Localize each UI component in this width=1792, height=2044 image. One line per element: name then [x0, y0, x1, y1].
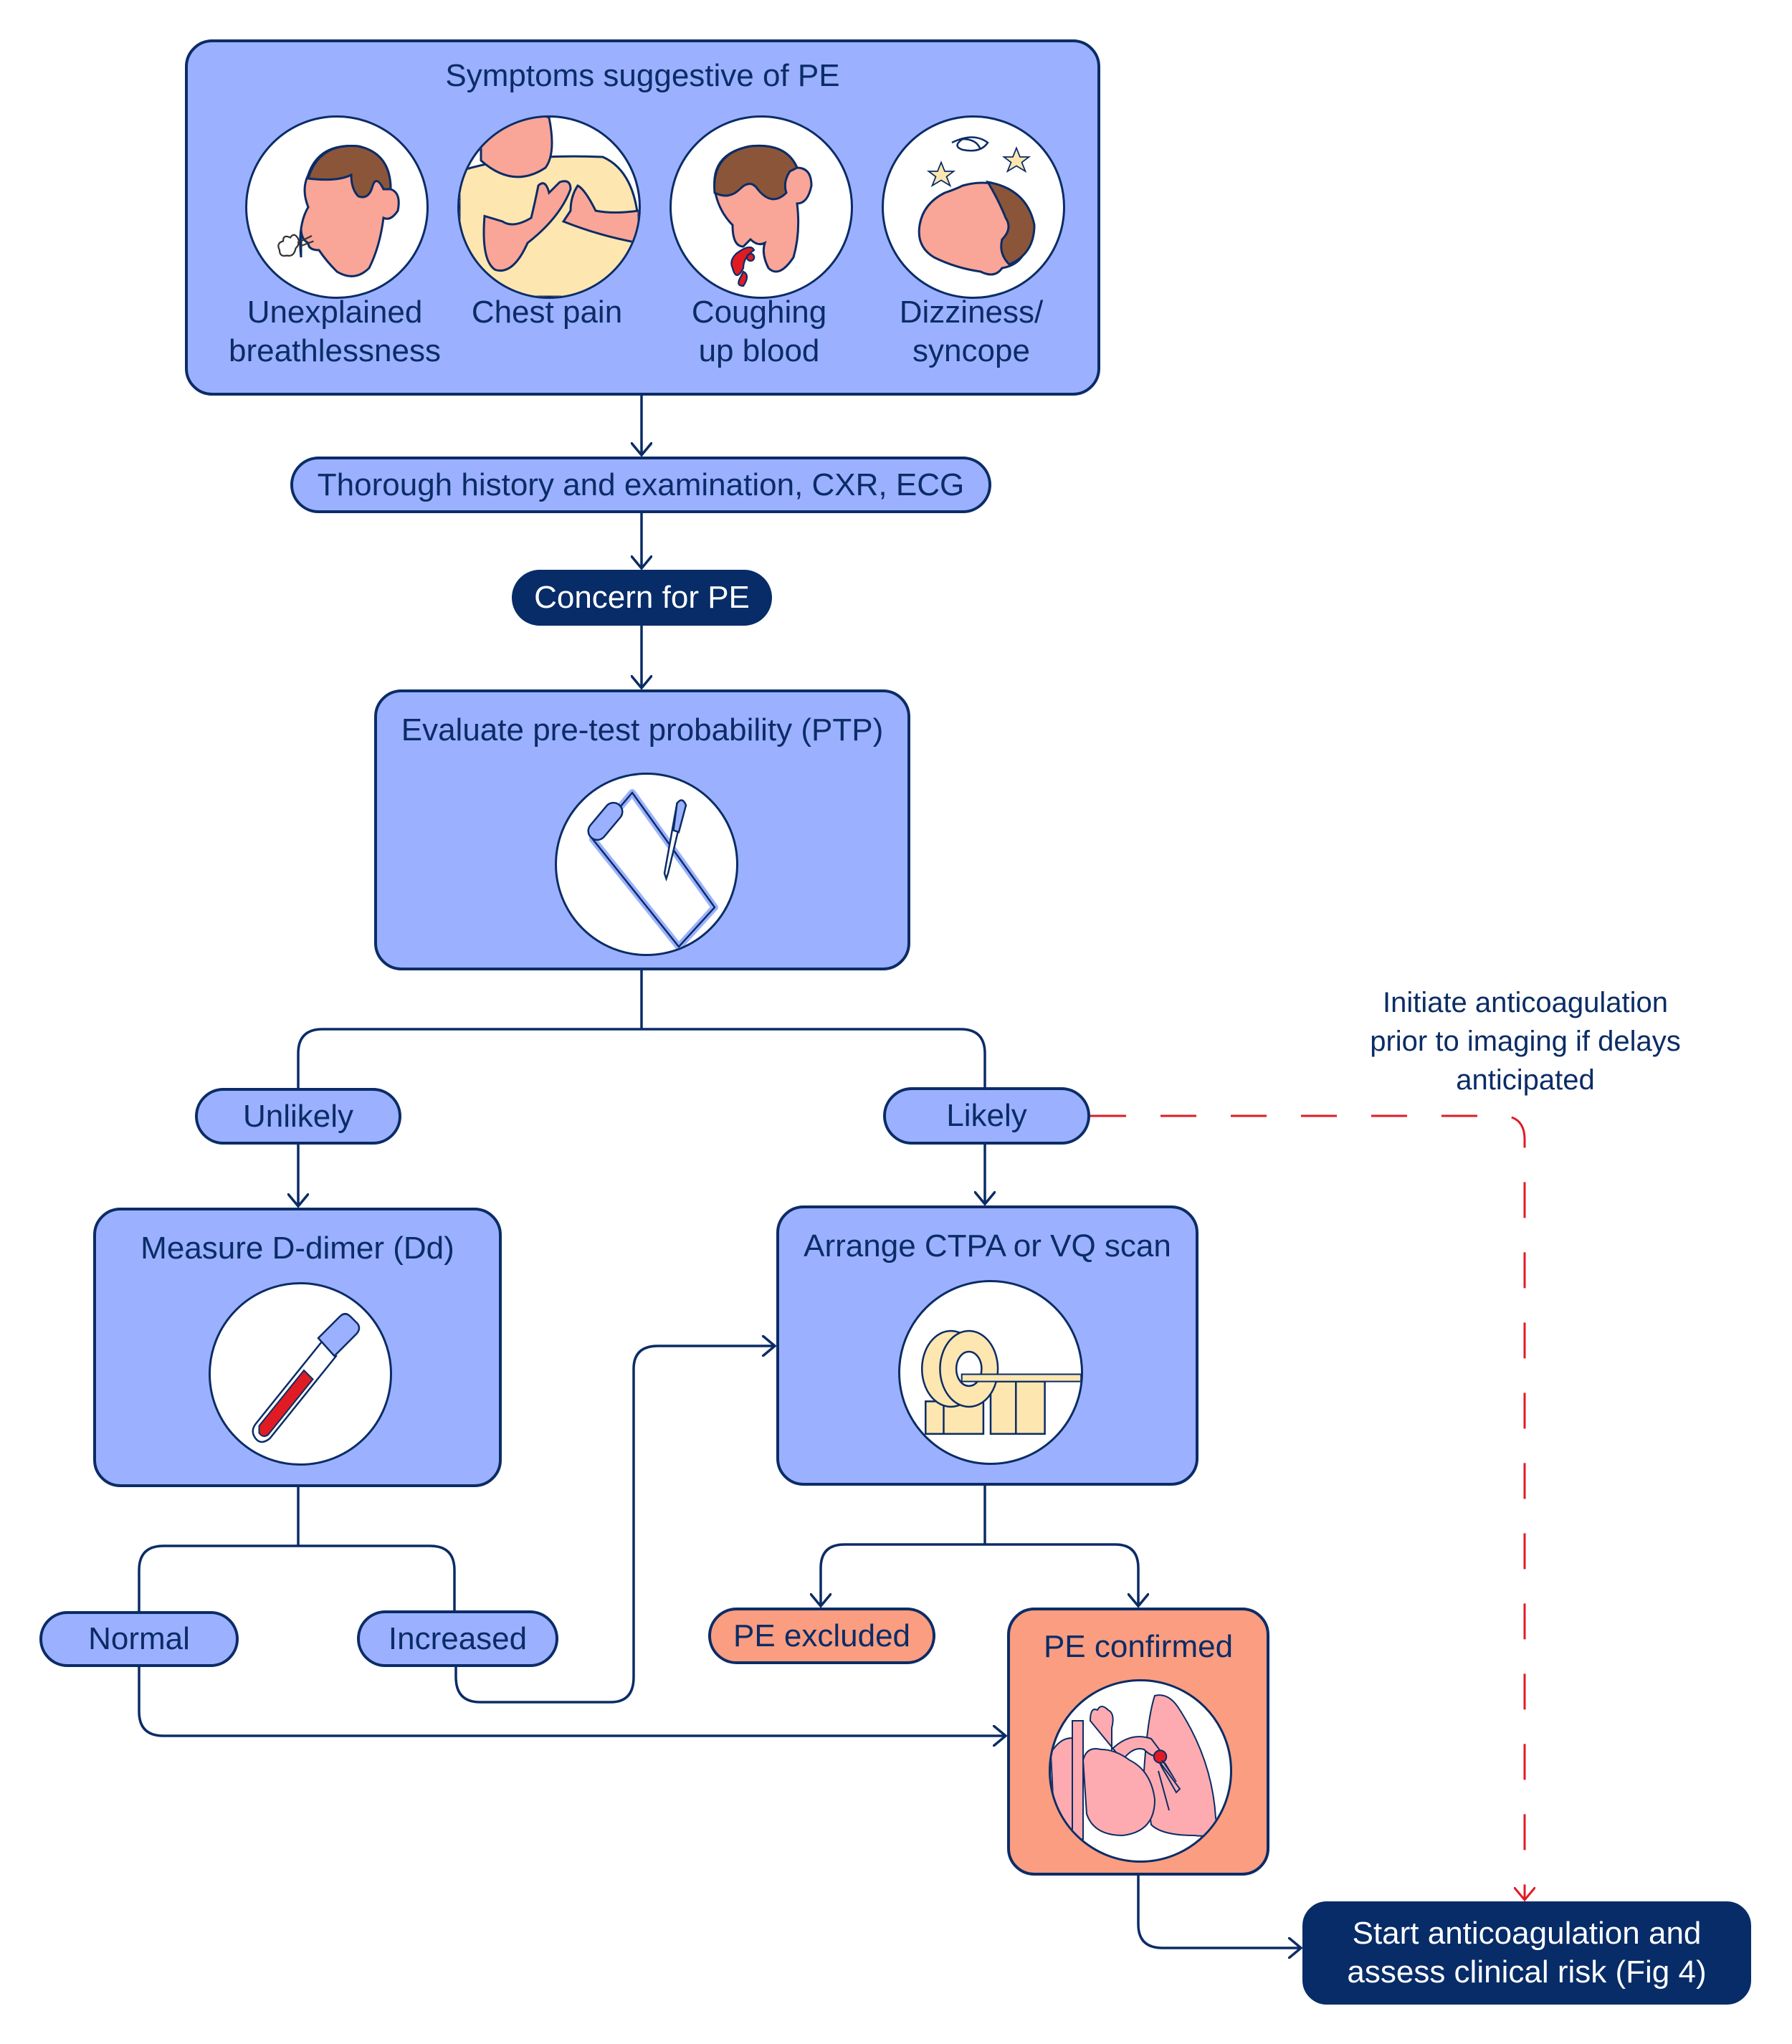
breathless-face-icon [245, 115, 429, 299]
heart-lung-clot-icon [1049, 1679, 1232, 1863]
chest-pain-icon [457, 115, 641, 299]
start-line: assess clinical risk (Fig 4) [1347, 1954, 1707, 1990]
note-line: anticipated [1456, 1064, 1595, 1096]
connector-measure-split [138, 1487, 456, 1611]
history-exam-node: Thorough history and examination, CXR, E… [290, 457, 991, 513]
likely-node: Likely [883, 1087, 1090, 1145]
pe-confirmed-box: PE confirmed [1007, 1608, 1269, 1876]
connector-confirmed-to-start [1137, 1876, 1301, 1948]
arrange-ctpa-title: Arrange CTPA or VQ scan [804, 1228, 1171, 1264]
ct-scanner-icon [898, 1280, 1083, 1465]
label-line: Unexplained [247, 295, 423, 330]
note-line: Initiate anticoagulation [1382, 987, 1669, 1018]
measure-d-dimer-title: Measure D-dimer (Dd) [140, 1231, 454, 1266]
unlikely-node: Unlikely [195, 1088, 401, 1145]
note-line: prior to imaging if delays [1370, 1026, 1681, 1057]
symptom-label-coughing-blood: Coughing up blood [644, 293, 874, 371]
symptom-label-breathlessness: Unexplained breathlessness [220, 293, 449, 371]
measure-d-dimer-box: Measure D-dimer (Dd) [93, 1208, 502, 1487]
evaluate-ptp-box: Evaluate pre-test probability (PTP) [374, 689, 910, 970]
pe-excluded-node: PE excluded [708, 1608, 935, 1664]
normal-node: Normal [39, 1611, 239, 1667]
label-line: up blood [698, 333, 820, 368]
label-line: Coughing [691, 295, 827, 330]
label-line: syncope [912, 333, 1030, 368]
arrange-ctpa-box: Arrange CTPA or VQ scan [776, 1205, 1198, 1486]
anticoagulation-note: Initiate anticoagulation prior to imagin… [1325, 983, 1726, 1099]
connector-evaluate-split [297, 970, 986, 1088]
connector-arrange-split [819, 1486, 1140, 1606]
dizziness-icon [882, 115, 1065, 299]
symptoms-box: Symptoms suggestive of PE [185, 39, 1100, 396]
coughing-blood-icon [669, 115, 853, 299]
blood-test-tube-icon [209, 1282, 392, 1466]
pe-confirmed-title: PE confirmed [1043, 1629, 1234, 1664]
clipboard-pen-icon [555, 773, 738, 956]
symptom-label-chest-pain: Chest pain [432, 293, 662, 332]
increased-node: Increased [357, 1610, 558, 1667]
label-line: Dizziness/ [899, 295, 1044, 330]
evaluate-ptp-title: Evaluate pre-test probability (PTP) [401, 712, 884, 748]
label-line: Chest pain [471, 295, 623, 330]
symptoms-title: Symptoms suggestive of PE [445, 58, 840, 93]
concern-for-pe-node: Concern for PE [512, 570, 772, 626]
dashed-likely-to-start [1090, 1114, 1525, 1900]
symptom-label-dizziness: Dizziness/ syncope [857, 293, 1086, 371]
start-line: Start anticoagulation and [1352, 1916, 1702, 1951]
connector-normal-to-confirmed [138, 1667, 1006, 1736]
start-anticoagulation-node: Start anticoagulation and assess clinica… [1302, 1901, 1751, 2005]
label-line: breathlessness [229, 333, 441, 368]
connector-increased-to-arrange [454, 1346, 775, 1704]
